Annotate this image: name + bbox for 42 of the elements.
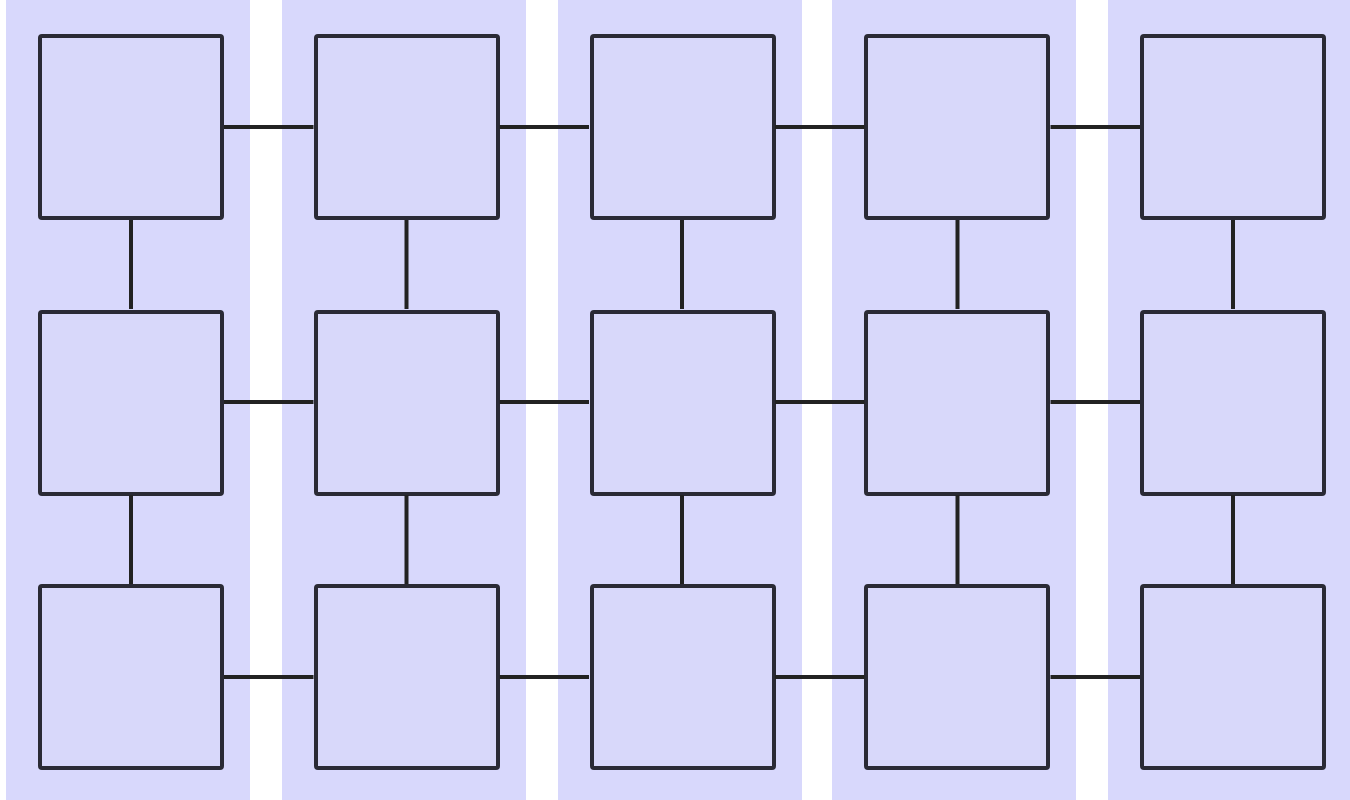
node-box — [864, 584, 1051, 770]
connector-line — [224, 675, 314, 679]
connector-line — [129, 495, 133, 584]
column-band — [281, 0, 526, 800]
connector-line — [1231, 220, 1235, 309]
column-band — [1108, 0, 1350, 800]
connector-line — [129, 220, 133, 309]
node-box — [38, 584, 224, 770]
node-box — [864, 34, 1051, 220]
node-box — [38, 34, 224, 220]
connector-line — [1050, 125, 1140, 129]
connector-line — [499, 125, 589, 129]
node-box — [589, 34, 775, 220]
connector-line — [404, 220, 409, 309]
node-box — [589, 309, 775, 495]
column-band — [557, 0, 801, 800]
connector-line — [499, 400, 589, 404]
connector-line — [680, 220, 684, 309]
node-box — [38, 309, 224, 495]
connector-line — [224, 400, 314, 404]
connector-line — [775, 125, 865, 129]
node-box — [1140, 34, 1326, 220]
connector-line — [775, 400, 865, 404]
connector-line — [955, 220, 960, 309]
connector-line — [224, 125, 314, 129]
node-box — [313, 584, 500, 770]
node-box — [313, 309, 500, 495]
node-box — [313, 34, 500, 220]
connector-line — [499, 675, 589, 679]
connector-line — [775, 675, 865, 679]
connector-line — [1050, 400, 1140, 404]
column-band — [6, 0, 250, 800]
node-box — [589, 584, 775, 770]
connector-line — [955, 495, 960, 584]
node-box — [1140, 309, 1326, 495]
connector-line — [404, 495, 409, 584]
connector-line — [1231, 495, 1235, 584]
node-box — [1140, 584, 1326, 770]
connector-line — [1050, 675, 1140, 679]
column-band — [832, 0, 1077, 800]
connector-line — [680, 495, 684, 584]
node-box — [864, 309, 1051, 495]
